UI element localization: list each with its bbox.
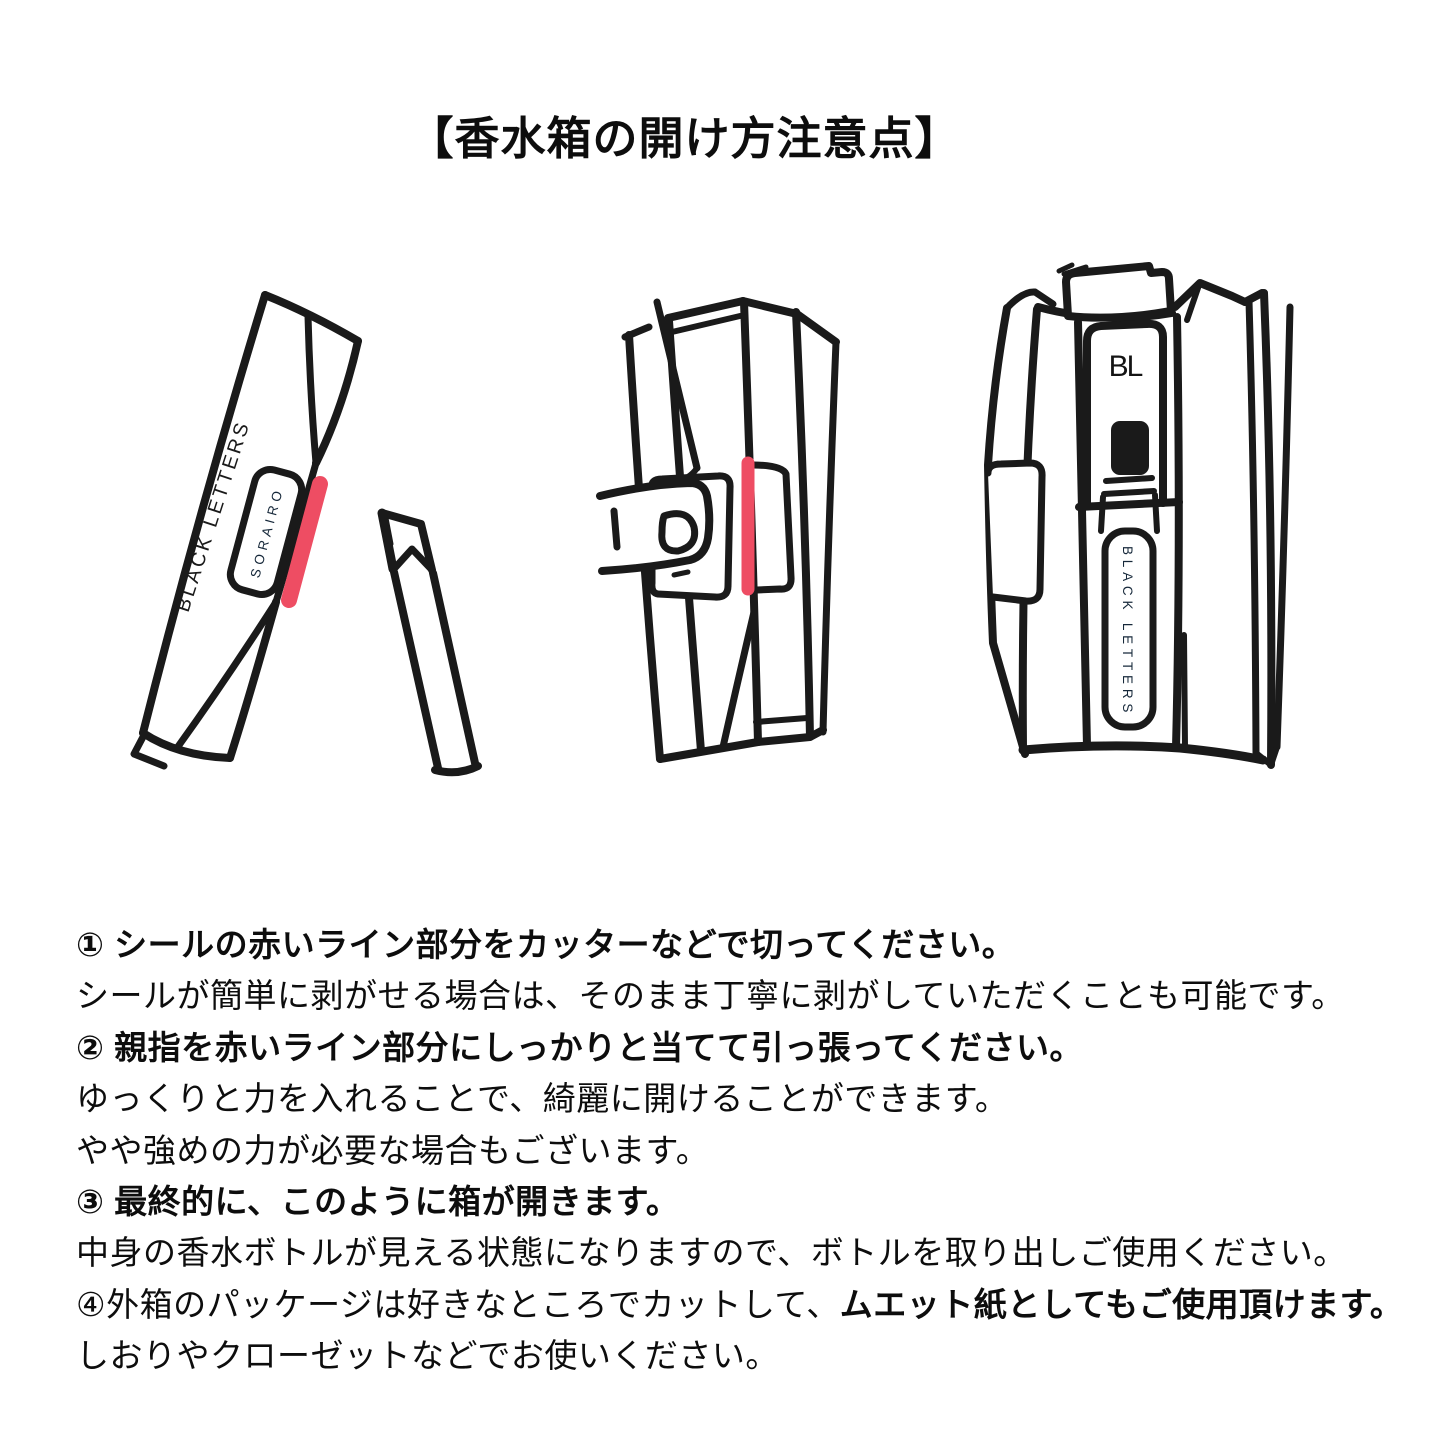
opened-box-sketch: BL BLACK LETTERS [984, 262, 1294, 769]
pull-strip-edge [749, 461, 795, 594]
wrapped-box-sketch: BLACK LETTERS [130, 291, 362, 770]
side-flap-tab [984, 459, 1046, 605]
instruction-step2-note2: やや強めの力が必要な場合もございます。 [76, 1131, 710, 1169]
top-tuck-flap [1062, 262, 1175, 322]
instruction-step2-note1: ゆっくりと力を入れることで、綺麗に開けることができます。 [76, 1080, 1009, 1118]
bottle-label: BLACK LETTERS [1101, 527, 1157, 731]
instruction-step1-note: シールが簡単に剥がせる場合は、そのまま丁寧に剥がしていただくことも可能です。 [76, 977, 1345, 1015]
bottle-cap [1111, 421, 1149, 475]
perfume-bottle [1098, 421, 1160, 534]
seal-sticker-shape [226, 465, 306, 599]
instruction-step2-heading: ② 親指を赤いライン部分にしっかりと当てて引っ張ってください。 [76, 1028, 1083, 1066]
bottle-label-shape [1101, 527, 1157, 731]
bottle-label-text: BLACK LETTERS [1120, 546, 1135, 717]
instruction-step4-heading: ④外箱のパッケージは好きなところでカットして、ムエット紙としてもご使用頂けます。 [76, 1285, 1404, 1323]
instruction-step3-note: 中身の香水ボトルが見える状態になりますので、ボトルを取り出しご使用ください。 [76, 1234, 1347, 1272]
instruction-step1-heading: ① シールの赤いライン部分をカッターなどで切ってください。 [76, 926, 1016, 963]
brand-logo-text: BL [1109, 350, 1143, 383]
cutter-icon [377, 508, 482, 777]
page-title: 【香水箱の開け方注意点】 [408, 113, 961, 164]
step2-thumb-pull-illustration [596, 297, 840, 763]
step1-sealed-box-illustration: BLACK LETTERS SORAIRO [130, 291, 482, 777]
step3-opened-box-illustration: BL BLACK LETTERS [984, 262, 1294, 769]
red-cut-line [281, 476, 328, 608]
folded-box-sketch [621, 297, 840, 763]
logo-window-frame [1083, 319, 1167, 507]
instructions-list: ① シールの赤いライン部分をカッターなどで切ってください。 シールが簡単に剥がせ… [76, 919, 1406, 1382]
thumbnail-line [610, 507, 621, 551]
instruction-step4-note: しおりやクローゼットなどでお使いください。 [76, 1337, 779, 1375]
instruction-step3-heading: ③ 最終的に、このように箱が開きます。 [76, 1183, 680, 1221]
thumb-icon [596, 479, 714, 578]
